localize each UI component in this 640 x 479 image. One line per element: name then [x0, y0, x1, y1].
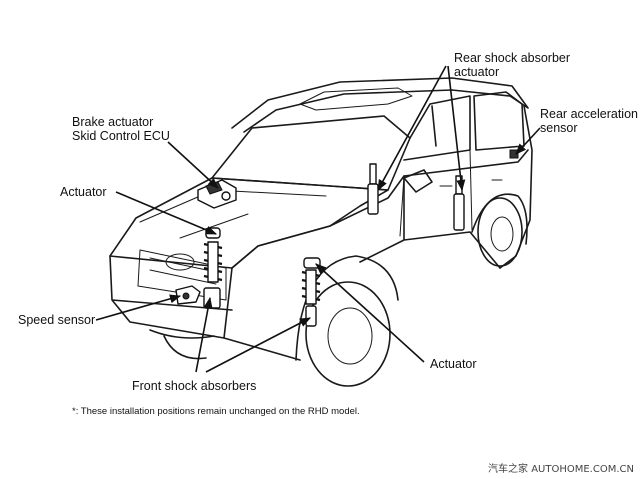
footnote: *: These installation positions remain u… — [72, 406, 360, 417]
windshield — [211, 115, 411, 191]
leader-rear-accel — [515, 127, 541, 155]
leader-speed-sensor — [95, 294, 182, 321]
leader-rear-shock-2 — [447, 65, 466, 192]
leader-actuator-front — [115, 191, 218, 235]
front-shock-absorber-right — [301, 257, 321, 327]
side-mirror — [403, 169, 433, 193]
sunroof — [299, 87, 413, 111]
front-shock-absorber-left — [203, 227, 223, 309]
vehicle-body — [109, 77, 533, 387]
label-rear-accel-line2: sensor — [540, 121, 578, 135]
label-rear-shock-line1: Rear shock absorber — [454, 51, 570, 65]
label-rear-shock-line2: actuator — [454, 65, 499, 79]
left-front-wheel — [149, 329, 215, 360]
label-brake-line1: Brake actuator — [72, 115, 153, 129]
front-wheel — [305, 281, 391, 387]
watermark: 汽车之家 AUTOHOME.COM.CN — [488, 462, 634, 475]
side-body — [223, 175, 501, 361]
grille — [137, 249, 227, 301]
speed-sensor — [175, 285, 201, 305]
label-brake-line2: Skid Control ECU — [72, 129, 170, 143]
roof-outline — [231, 77, 529, 133]
brake-actuator-ecu — [197, 179, 237, 209]
label-actuator-right: Actuator — [430, 357, 477, 371]
headlamp — [165, 253, 195, 271]
leader-front-shock-2 — [205, 317, 311, 373]
leader-front-shock-1 — [195, 296, 213, 373]
leader-actuator-right — [315, 263, 425, 363]
front-wheel-hub — [327, 307, 373, 365]
rear-wheel-hub — [490, 216, 514, 252]
label-front-shock: Front shock absorbers — [132, 379, 256, 393]
front-wheel-arch — [295, 255, 399, 361]
label-speed-sensor: Speed sensor — [18, 313, 95, 327]
label-rear-accel-line1: Rear acceleration — [540, 107, 638, 121]
label-actuator-front: Actuator — [60, 185, 107, 199]
door-lines — [399, 149, 503, 237]
side-windows — [403, 91, 525, 161]
rear-wheel — [477, 197, 523, 267]
leader-brake-ecu — [167, 141, 219, 189]
leader-rear-shock-1 — [377, 65, 447, 191]
